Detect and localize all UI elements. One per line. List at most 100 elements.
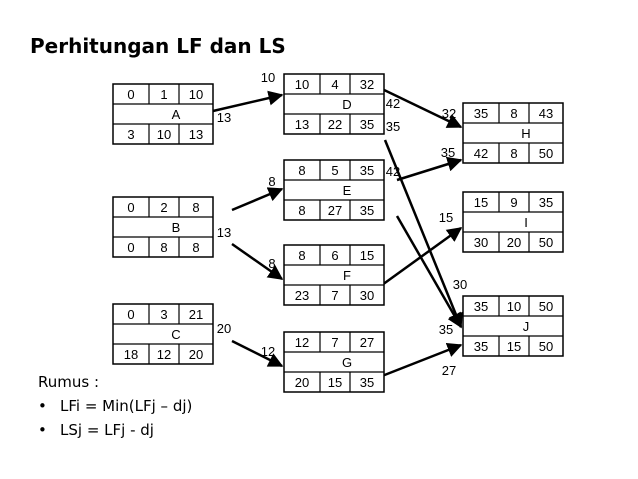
- edge-c-g: [231, 339, 284, 368]
- node-cell: 23: [295, 288, 309, 303]
- node-d-outlabel: 42: [386, 96, 400, 111]
- node-label: I: [524, 215, 528, 230]
- node-cell: 5: [331, 163, 338, 178]
- node-label: J: [523, 319, 530, 334]
- node-cell: 6: [331, 248, 338, 263]
- node-cell: 13: [189, 127, 203, 142]
- node-cell: 20: [507, 235, 521, 250]
- node-cell: 8: [298, 203, 305, 218]
- node-a-outlabel: 13: [217, 110, 231, 125]
- node-label: E: [343, 183, 352, 198]
- node-cell: 30: [474, 235, 488, 250]
- node-cell: 8: [192, 240, 199, 255]
- node-cell: 35: [360, 203, 374, 218]
- node-cell: 15: [328, 375, 342, 390]
- side-label: 27: [442, 363, 456, 378]
- edge-b-e: [231, 187, 284, 212]
- node-cell: 8: [298, 248, 305, 263]
- node-label: H: [521, 126, 530, 141]
- node-cell: 50: [539, 235, 553, 250]
- node-cell: 20: [189, 347, 203, 362]
- node-cell: 8: [510, 106, 517, 121]
- edge-f-i: [381, 226, 463, 287]
- side-label: 10: [261, 70, 275, 85]
- node-label: G: [342, 355, 352, 370]
- formula-lf: LFi = Min(LFj – dj): [38, 394, 192, 418]
- node-cell: 21: [189, 307, 203, 322]
- node-cell: 43: [539, 106, 553, 121]
- node-cell: 27: [328, 203, 342, 218]
- node-label: F: [343, 268, 351, 283]
- node-cell: 35: [474, 299, 488, 314]
- side-label: 12: [261, 344, 275, 359]
- node-label: B: [172, 220, 181, 235]
- edge-d-j: [383, 139, 463, 329]
- node-cell: 27: [360, 335, 374, 350]
- node-cell: 15: [360, 248, 374, 263]
- node-cell: 8: [160, 240, 167, 255]
- side-label: 8: [268, 256, 275, 271]
- node-cell: 0: [127, 307, 134, 322]
- edge-a-d: [212, 90, 284, 113]
- node-cell: 15: [507, 339, 521, 354]
- side-label: 35: [441, 145, 455, 160]
- node-cell: 2: [160, 200, 167, 215]
- node-cell: 18: [124, 347, 138, 362]
- node-b: 0 2 8B 13 0 8 8: [112, 196, 231, 258]
- node-cell: 0: [127, 200, 134, 215]
- node-cell: 20: [295, 375, 309, 390]
- node-b-outlabel: 13: [217, 225, 231, 240]
- node-cell: 10: [295, 77, 309, 92]
- edge-e-h: [396, 156, 463, 182]
- node-label: A: [172, 107, 181, 122]
- node-cell: 1: [160, 87, 167, 102]
- side-label: 8: [268, 174, 275, 189]
- node-cell: 8: [192, 200, 199, 215]
- node-cell: 3: [127, 127, 134, 142]
- node-cell: 35: [539, 195, 553, 210]
- side-label: 30: [453, 277, 467, 292]
- node-cell: 42: [474, 146, 488, 161]
- node-label: C: [171, 327, 180, 342]
- node-cell: 30: [360, 288, 374, 303]
- node-cell: 12: [157, 347, 171, 362]
- node-cell: 10: [507, 299, 521, 314]
- node-cell: 32: [360, 77, 374, 92]
- node-cell: 35: [360, 375, 374, 390]
- node-cell: 7: [331, 288, 338, 303]
- node-cell: 10: [157, 127, 171, 142]
- edge-g-j: [381, 342, 463, 378]
- node-cell: 50: [539, 146, 553, 161]
- node-cell: 50: [539, 299, 553, 314]
- edge-e-j: [395, 215, 463, 329]
- node-cell: 9: [510, 195, 517, 210]
- node-i: 15 9 35I 30 20 50: [462, 191, 564, 253]
- node-c-outlabel: 20: [217, 321, 231, 336]
- node-cell: 15: [474, 195, 488, 210]
- node-cell: 8: [510, 146, 517, 161]
- node-h: 35 8 43H 42 8 50: [462, 102, 564, 164]
- node-label: D: [342, 97, 351, 112]
- page-title: Perhitungan LF dan LS: [30, 34, 286, 58]
- node-cell: 0: [127, 240, 134, 255]
- node-cell: 22: [328, 117, 342, 132]
- node-cell: 35: [474, 106, 488, 121]
- node-cell: 4: [331, 77, 338, 92]
- node-cell: 10: [189, 87, 203, 102]
- edge-d-h: [379, 86, 463, 129]
- node-cell: 13: [295, 117, 309, 132]
- side-label: 32: [442, 106, 456, 121]
- formula-ls: LSj = LFj - dj: [38, 418, 192, 442]
- node-cell: 8: [298, 163, 305, 178]
- node-e-outlabel: 42: [386, 164, 400, 179]
- side-label: 35: [439, 322, 453, 337]
- node-cell: 12: [295, 335, 309, 350]
- node-cell: 0: [127, 87, 134, 102]
- node-cell: 50: [539, 339, 553, 354]
- node-cell: 35: [360, 117, 374, 132]
